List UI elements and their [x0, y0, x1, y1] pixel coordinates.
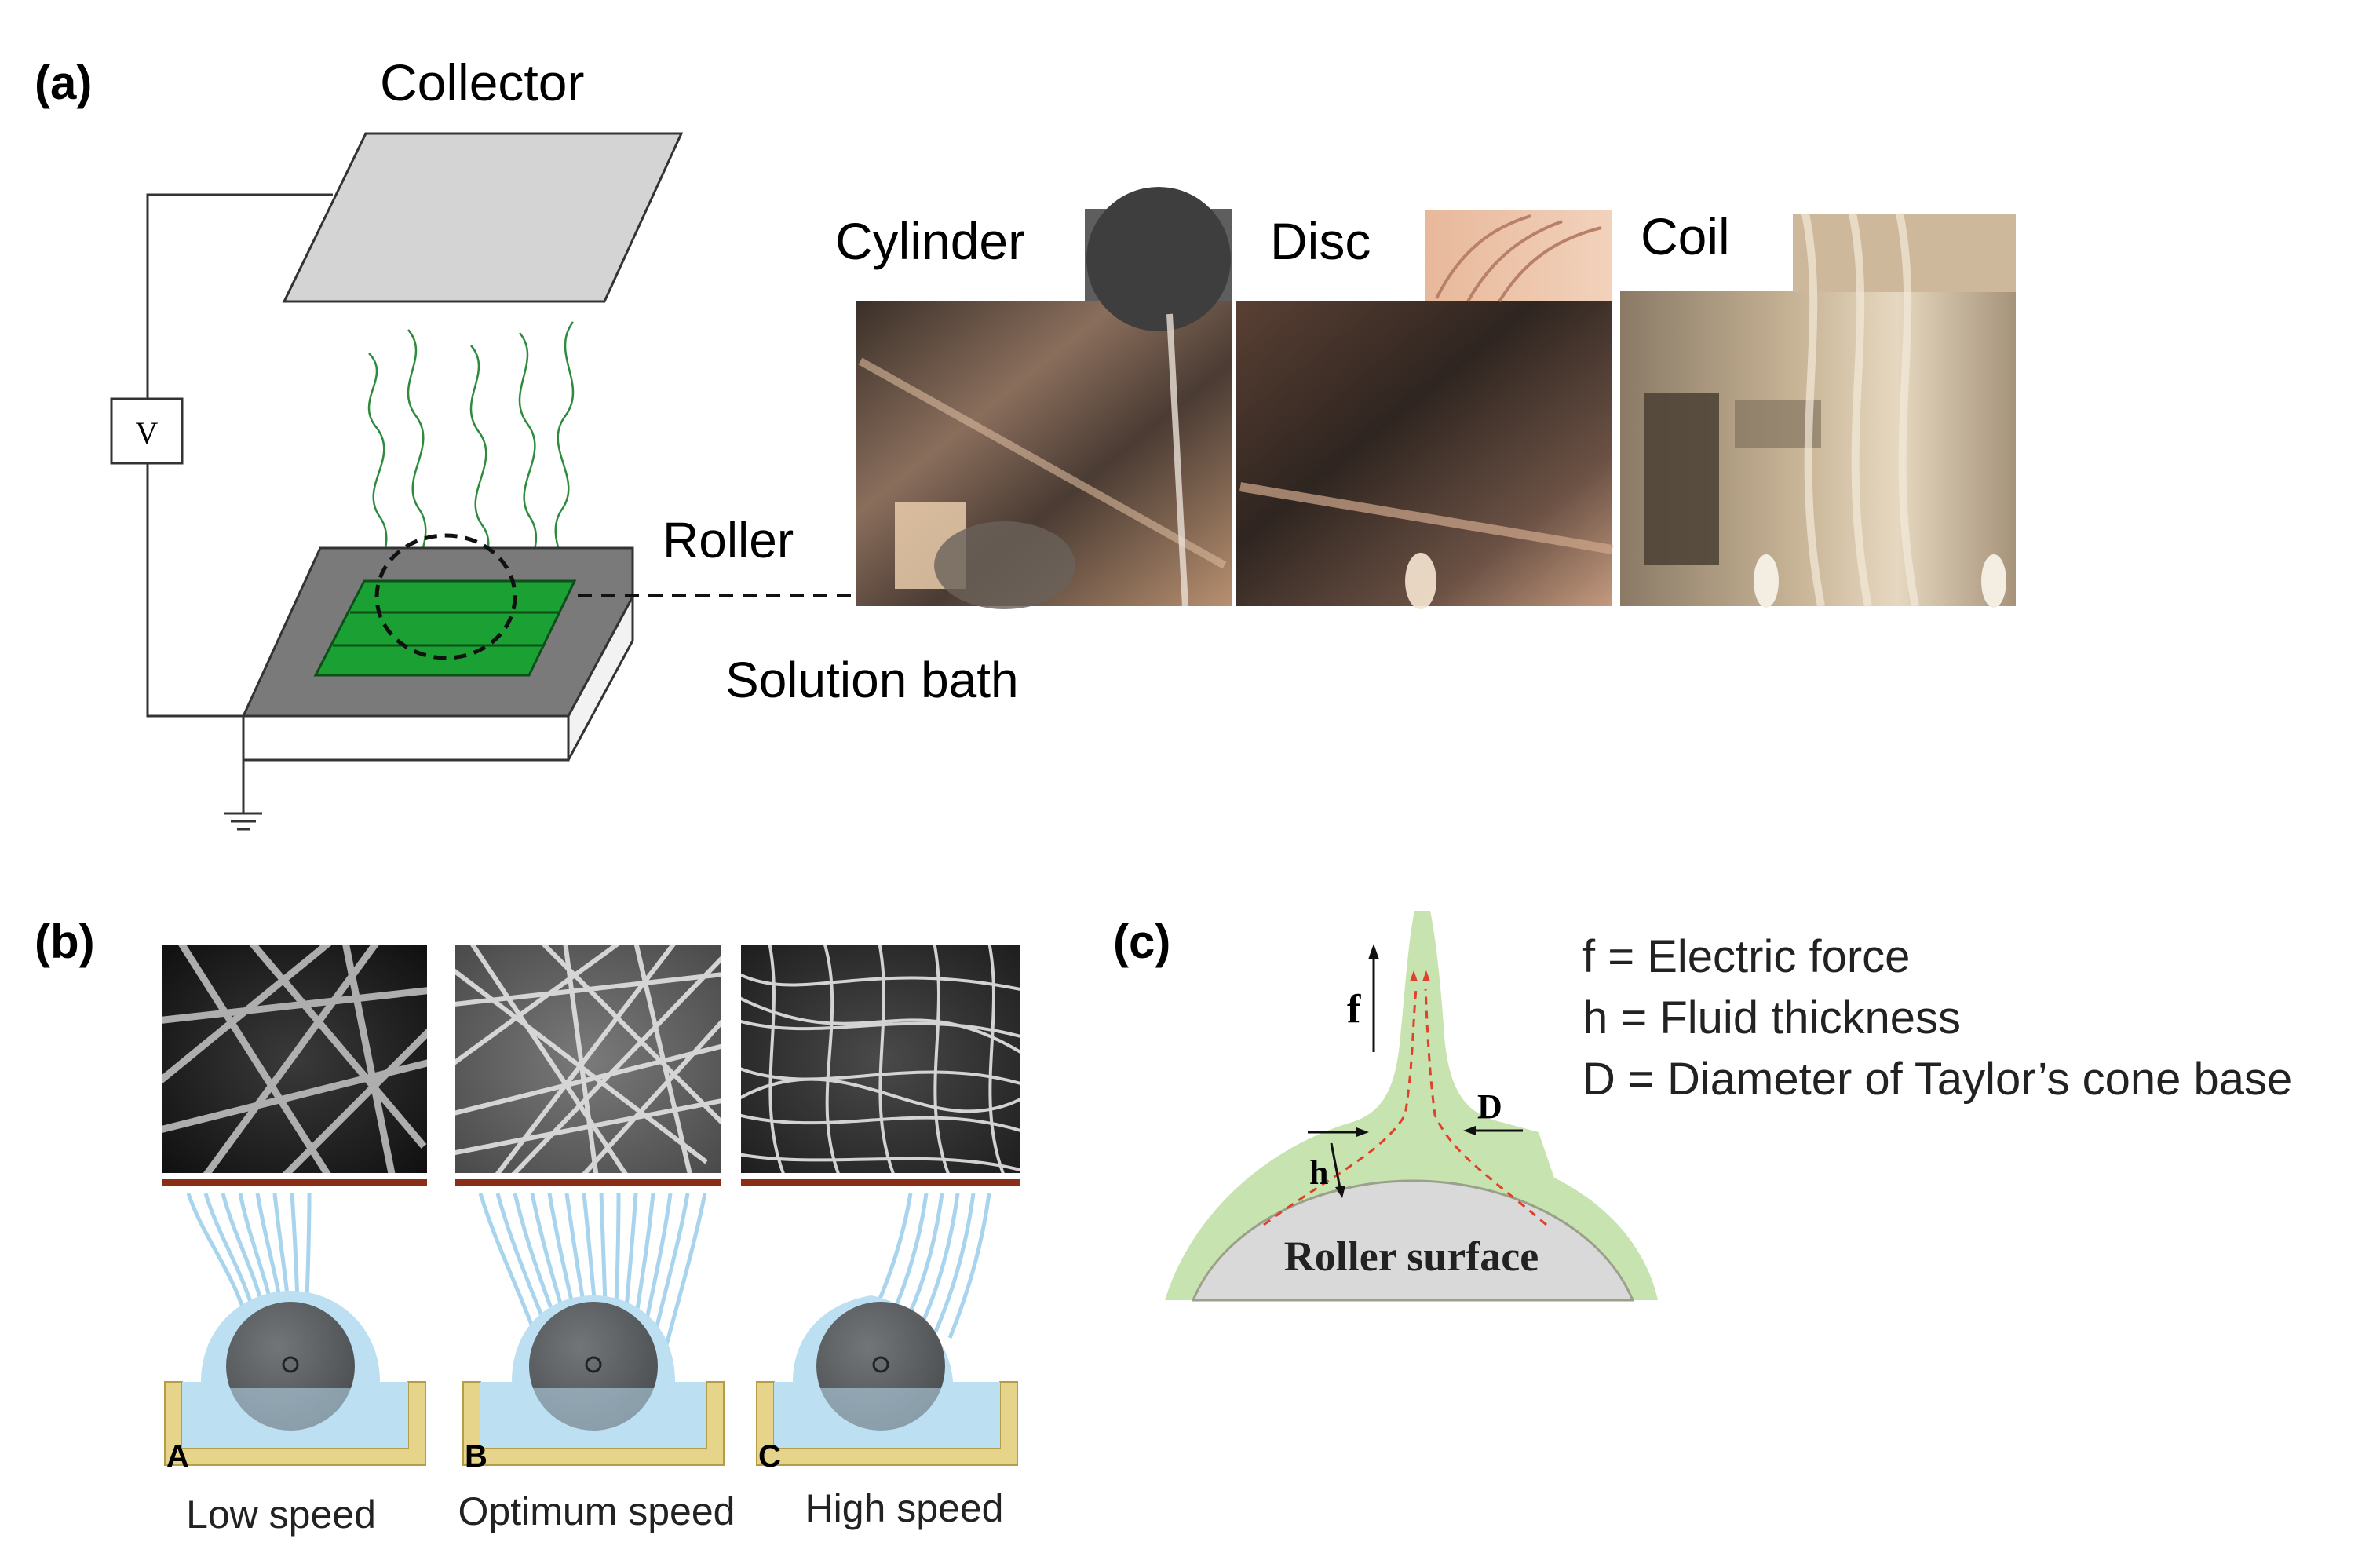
caption-high-speed: High speed — [805, 1486, 1004, 1530]
collector-plate — [282, 132, 684, 303]
roller-label: Roller — [663, 512, 794, 568]
thickness-arrowhead-icon — [1335, 1186, 1345, 1198]
panel-a-letter: (a) — [35, 57, 92, 109]
collector-bar-high-speed — [741, 1179, 1020, 1186]
roller-green-area — [313, 579, 577, 677]
photo-coil — [1620, 213, 2016, 608]
panel-a: (a) Collector V — [35, 53, 2016, 831]
caption-low-speed: Low speed — [186, 1493, 376, 1537]
panel-b-letter: (b) — [35, 915, 95, 968]
roller-highlight-circle — [374, 533, 517, 660]
voltage-source-label: V — [136, 415, 159, 451]
sem-image-high-speed — [741, 945, 1020, 1173]
unit-letter-c: C — [758, 1439, 781, 1474]
photo-disc — [1236, 210, 1613, 609]
caption-optimum-speed: Optimum speed — [458, 1489, 736, 1533]
diameter-arrowhead-right-icon — [1463, 1126, 1476, 1135]
diameter-arrowhead-left-icon — [1356, 1127, 1369, 1137]
roller-surface-label: Roller surface — [1284, 1233, 1539, 1280]
collector-bar-optimum-speed — [455, 1179, 721, 1186]
flow-arrowheads-icon — [1410, 970, 1430, 981]
force-label: f — [1347, 987, 1361, 1032]
collector-bar-low-speed — [162, 1179, 427, 1186]
thickness-label: h — [1309, 1153, 1328, 1192]
unit-letter-a: A — [166, 1439, 189, 1474]
bath-unit-high-speed: C — [756, 1295, 1018, 1474]
solution-bath-label: Solution bath — [725, 652, 1019, 708]
legend-line-diameter: D = Diameter of Taylor’s cone base — [1582, 1054, 2292, 1105]
voltage-source-box — [110, 397, 184, 465]
fluid-layer-cone — [1165, 911, 1658, 1300]
photo-label-disc: Disc — [1270, 212, 1371, 270]
photo-label-cylinder: Cylinder — [835, 212, 1025, 270]
collector-label: Collector — [380, 53, 584, 111]
flow-lines — [1263, 988, 1547, 1226]
sem-image-optimum-speed — [455, 945, 721, 1173]
bath-unit-low-speed: A — [164, 1291, 426, 1474]
panel-b: (b) — [35, 915, 1020, 1537]
panel-c: (c) Roller surface f D h f = Electric fo… — [1113, 911, 2292, 1302]
sem-image-low-speed — [162, 945, 427, 1173]
force-arrowhead-icon — [1368, 944, 1379, 959]
roller-surface — [1191, 1179, 1635, 1302]
panel-c-letter: (c) — [1113, 915, 1170, 968]
unit-letter-b: B — [465, 1439, 487, 1474]
diameter-label: D — [1477, 1087, 1502, 1126]
legend-line-force: f = Electric force — [1582, 931, 1910, 982]
legend-line-thickness: h = Fluid thickness — [1582, 992, 1961, 1043]
bath-unit-optimum-speed: B — [462, 1295, 725, 1474]
thickness-arrow — [1330, 1142, 1342, 1193]
photo-cylinder — [856, 187, 1232, 609]
photo-label-coil: Coil — [1641, 207, 1730, 265]
bath-side-front — [242, 714, 570, 762]
